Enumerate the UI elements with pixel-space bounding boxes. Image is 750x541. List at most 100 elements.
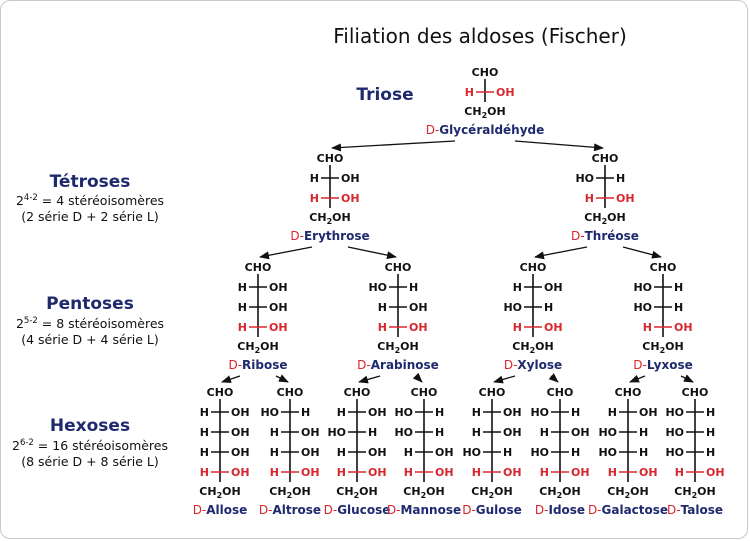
h-substituent: H <box>674 301 683 314</box>
ch2oh-subscript: 2 <box>557 491 563 500</box>
ch2oh-oh: OH <box>222 485 241 498</box>
sugar-name: D-Arabinose <box>357 358 439 372</box>
h-substituent: H <box>639 426 648 439</box>
h-substituent: H <box>404 466 413 479</box>
ch2oh-ch: CH <box>237 340 254 353</box>
ch2oh-group: CH2OH <box>237 340 278 355</box>
sugar-label: Glycéraldéhyde <box>439 123 544 137</box>
ch2oh-group: CH2OH <box>377 340 418 355</box>
series-prefix: D- <box>228 358 242 372</box>
h-substituent: H <box>513 321 522 334</box>
oh-substituent: OH <box>409 321 428 334</box>
ch2oh-subscript: 2 <box>287 491 293 500</box>
cho-group: CHO <box>344 386 371 399</box>
filiation-arrow <box>221 375 241 383</box>
series-prefix: D- <box>633 358 647 372</box>
h-substituent: H <box>608 466 617 479</box>
ch2oh-group: CH2OH <box>199 485 240 500</box>
sugar-label: Altrose <box>272 503 321 517</box>
level-label-tetroses: Tétroses 24-2 = 4 stéréoisomères (2 séri… <box>16 172 164 224</box>
oh-substituent: OH <box>341 172 360 185</box>
h-substituent: H <box>706 446 715 459</box>
h-substituent: H <box>378 301 387 314</box>
series-prefix: D- <box>462 503 476 517</box>
oh-substituent: OH <box>269 281 288 294</box>
ho-substituent: HO <box>575 172 594 185</box>
h-substituent: H <box>435 426 444 439</box>
sugar-label: Erythrose <box>304 229 370 243</box>
ch2oh-ch: CH <box>269 485 286 498</box>
cho-group: CHO <box>520 261 547 274</box>
sugar-name: D-Idose <box>535 503 585 517</box>
formula-text: = 4 stéréoisomères <box>38 193 164 208</box>
h-substituent: H <box>465 86 474 99</box>
oh-substituent: OH <box>616 192 635 205</box>
ch2oh-group: CH2OH <box>607 485 648 500</box>
h-substituent: H <box>270 446 279 459</box>
oh-substituent: OH <box>231 466 250 479</box>
oh-substituent: OH <box>269 321 288 334</box>
oh-substituent: OH <box>674 321 693 334</box>
sugar-label: Lyxose <box>647 358 693 372</box>
oh-substituent: OH <box>503 406 522 419</box>
sugar-name: D-Altrose <box>259 503 321 517</box>
h-substituent: H <box>513 281 522 294</box>
h-substituent: H <box>616 172 625 185</box>
ch2oh-subscript: 2 <box>660 346 666 355</box>
ch2oh-oh: OH <box>359 485 378 498</box>
ch2oh-subscript: 2 <box>255 346 261 355</box>
ch2oh-group: CH2OH <box>471 485 512 500</box>
h-substituent: H <box>675 466 684 479</box>
h-substituent: H <box>238 321 247 334</box>
h-substituent: H <box>337 446 346 459</box>
oh-substituent: OH <box>571 426 590 439</box>
h-substituent: H <box>540 426 549 439</box>
ch2oh-oh: OH <box>665 340 684 353</box>
ch2oh-subscript: 2 <box>354 491 360 500</box>
ch2oh-ch: CH <box>199 485 216 498</box>
oh-substituent: OH <box>706 466 725 479</box>
ch2oh-subscript: 2 <box>602 217 608 226</box>
formula-exponent: 5-2 <box>24 316 38 326</box>
ho-substituent: HO <box>503 301 522 314</box>
h-substituent: H <box>608 406 617 419</box>
h-substituent: H <box>409 281 418 294</box>
ch2oh-group: CH2OH <box>584 211 625 226</box>
cho-group: CHO <box>385 261 412 274</box>
ch2oh-ch: CH <box>512 340 529 353</box>
formula-base: 2 <box>16 193 24 208</box>
oh-substituent: OH <box>503 466 522 479</box>
ch2oh-group: CH2OH <box>336 485 377 500</box>
ch2oh-ch: CH <box>403 485 420 498</box>
level-label-hexoses: Hexoses 26-2 = 16 stéréoisomères (8 séri… <box>12 416 168 469</box>
ch2oh-ch: CH <box>607 485 624 498</box>
filiation-arrow <box>493 375 516 384</box>
ch2oh-subscript: 2 <box>625 491 631 500</box>
series-prefix: D- <box>588 503 602 517</box>
ch2oh-subscript: 2 <box>217 491 223 500</box>
series-prefix: D- <box>357 358 371 372</box>
formula-text: = 8 stéréoisomères <box>38 316 164 331</box>
level-detail: (2 série D + 2 série L) <box>21 209 159 224</box>
ho-substituent: HO <box>665 406 684 419</box>
cho-group: CHO <box>592 152 619 165</box>
h-substituent: H <box>404 446 413 459</box>
filiation-arrow <box>680 374 694 383</box>
ho-substituent: HO <box>394 426 413 439</box>
ch2oh-oh: OH <box>630 485 649 498</box>
oh-substituent: OH <box>544 281 563 294</box>
filiation-arrow <box>534 246 588 260</box>
series-prefix: D- <box>193 503 207 517</box>
ho-substituent: HO <box>598 426 617 439</box>
sugar-label: Glucose <box>337 503 390 517</box>
sugar-label: Ribose <box>242 358 287 372</box>
level-detail: (8 série D + 8 série L) <box>21 454 159 469</box>
level-label-triose: Triose <box>356 85 413 105</box>
h-substituent: H <box>200 426 209 439</box>
